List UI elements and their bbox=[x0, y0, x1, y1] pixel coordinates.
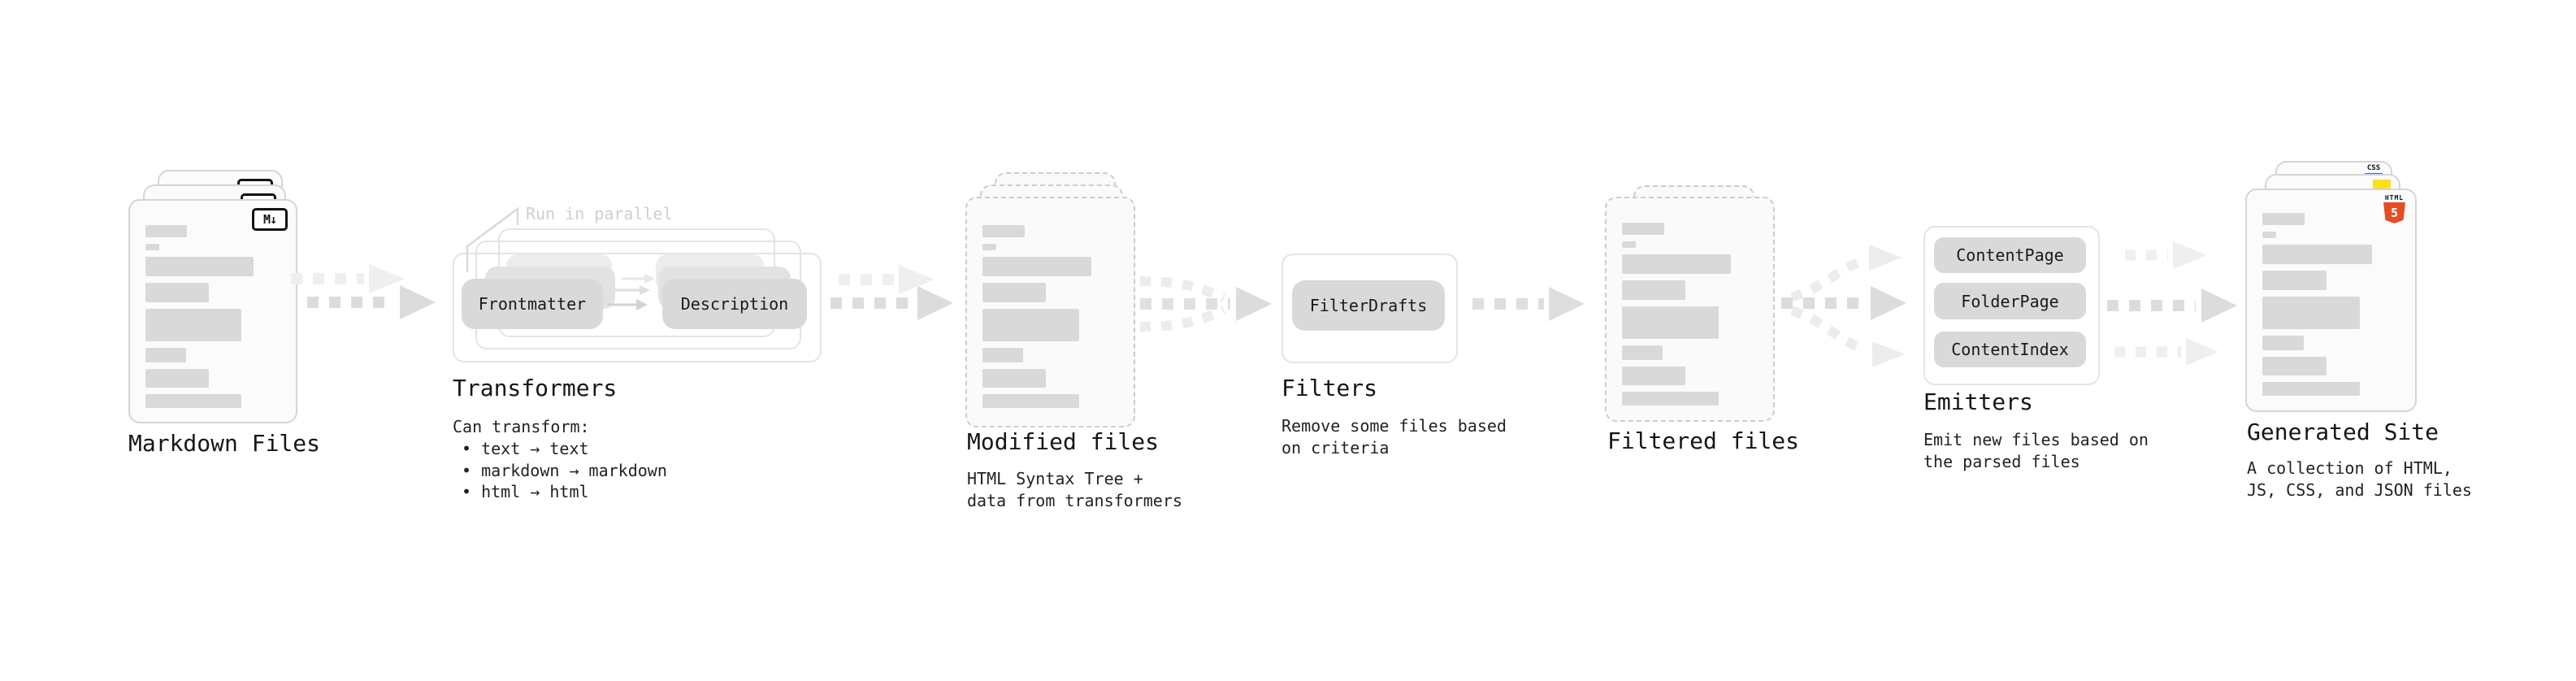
emitters-label: Emitters bbox=[1923, 388, 2033, 415]
contentindex-node: ContentIndex bbox=[1934, 332, 2086, 367]
doc-text-line bbox=[2262, 357, 2327, 375]
doc-text-line bbox=[1622, 280, 1686, 300]
doc-text-line bbox=[982, 225, 1025, 237]
doc-text-line bbox=[982, 257, 1091, 276]
doc-text-line bbox=[145, 244, 159, 250]
filters-caption: Remove some files based on criteria bbox=[1281, 416, 1507, 458]
modified-files-caption: HTML Syntax Tree + data from transformer… bbox=[967, 469, 1182, 510]
transformers-bullets: • text → text • markdown → markdown • ht… bbox=[462, 439, 667, 501]
arrow-emitters-to-generated bbox=[2107, 241, 2237, 366]
doc-text-line bbox=[2262, 336, 2304, 350]
generated-site-caption: A collection of HTML, JS, CSS, and JSON … bbox=[2247, 458, 2472, 500]
folderpage-node: FolderPage bbox=[1934, 283, 2086, 319]
description-node: Description bbox=[662, 279, 807, 329]
doc-text-lines bbox=[2262, 213, 2400, 396]
transformers-caption: Can transform: bbox=[453, 417, 590, 436]
doc-text-line bbox=[145, 394, 241, 408]
doc-text-line bbox=[2262, 213, 2305, 225]
arrow-filters-to-filtered bbox=[1472, 287, 1585, 321]
arrow-markdown-to-transformers bbox=[291, 264, 436, 319]
doc-text-line bbox=[2262, 297, 2360, 329]
transformer-box-front bbox=[453, 253, 822, 362]
frontmatter-node: Frontmatter bbox=[462, 279, 603, 329]
doc-text-line bbox=[145, 257, 254, 276]
doc-text-line bbox=[982, 283, 1047, 302]
doc-text-line bbox=[982, 348, 1024, 362]
markdown-file-card-front: M↓ bbox=[128, 199, 297, 423]
generated-site-label: Generated Site bbox=[2247, 419, 2439, 445]
doc-text-line bbox=[145, 348, 186, 362]
doc-text-line bbox=[1622, 367, 1686, 385]
contentpage-node: ContentPage bbox=[1934, 237, 2086, 273]
filtered-file-card-front bbox=[1605, 197, 1775, 422]
filterdrafts-node: FilterDrafts bbox=[1292, 280, 1445, 331]
doc-text-lines bbox=[1622, 223, 1758, 406]
doc-text-line bbox=[1622, 241, 1636, 248]
doc-text-line bbox=[2262, 245, 2373, 264]
doc-text-line bbox=[1622, 223, 1664, 235]
markdown-icon: M↓ bbox=[252, 208, 288, 231]
arrow-transformers-to-modified bbox=[830, 265, 953, 320]
transformers-label: Transformers bbox=[453, 375, 618, 401]
markdown-files-label: Markdown Files bbox=[128, 430, 321, 457]
doc-text-line bbox=[145, 283, 210, 302]
doc-text-line bbox=[2262, 382, 2360, 396]
doc-text-lines bbox=[145, 225, 280, 408]
doc-text-line bbox=[982, 244, 996, 250]
doc-text-line bbox=[145, 369, 210, 388]
arrow-modified-to-filters bbox=[1139, 276, 1272, 332]
doc-text-line bbox=[145, 309, 241, 341]
doc-text-line bbox=[1622, 345, 1663, 360]
modified-files-label: Modified files bbox=[967, 428, 1160, 455]
doc-text-line bbox=[982, 369, 1047, 388]
doc-text-lines bbox=[982, 225, 1118, 408]
doc-text-line bbox=[2262, 232, 2276, 238]
doc-text-line bbox=[1622, 306, 1719, 339]
filtered-files-label: Filtered files bbox=[1607, 427, 1800, 454]
filters-label: Filters bbox=[1281, 375, 1378, 401]
emitters-caption: Emit new files based on the parsed files bbox=[1923, 430, 2149, 471]
arrow-filtered-to-emitters bbox=[1781, 245, 1906, 367]
html-file-card: HTML 5 bbox=[2245, 189, 2417, 412]
js-icon bbox=[2373, 180, 2391, 190]
doc-text-line bbox=[1622, 392, 1719, 406]
emitters-box bbox=[1923, 226, 2100, 385]
doc-text-line bbox=[2262, 271, 2327, 290]
filters-box bbox=[1281, 254, 1458, 363]
run-in-parallel-note: Run in parallel bbox=[526, 204, 673, 223]
doc-text-line bbox=[982, 309, 1079, 341]
modified-file-card-front bbox=[965, 197, 1135, 427]
doc-text-line bbox=[1622, 254, 1731, 274]
doc-text-line bbox=[982, 394, 1079, 408]
doc-text-line bbox=[145, 225, 188, 237]
html5-icon: HTML 5 bbox=[2383, 194, 2405, 223]
